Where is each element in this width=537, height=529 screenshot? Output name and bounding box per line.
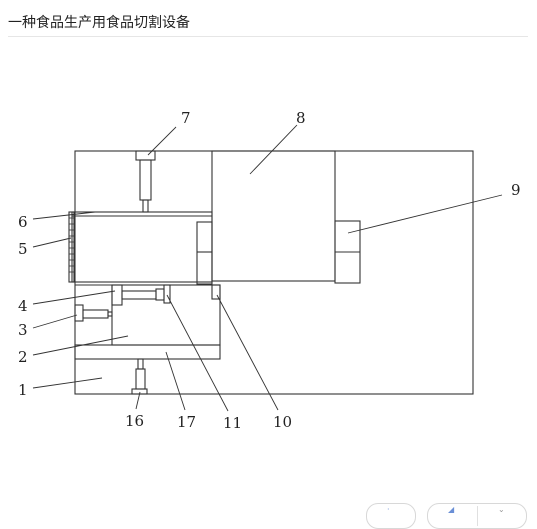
label-1: 1 xyxy=(18,381,28,399)
separator xyxy=(477,506,478,526)
housing-frame xyxy=(74,150,474,395)
part-4 xyxy=(111,284,123,306)
label-7: 7 xyxy=(181,109,191,127)
part-3 xyxy=(74,304,84,322)
label-8: 8 xyxy=(296,109,306,127)
cylinder-7-mount xyxy=(135,150,156,161)
part-16 xyxy=(135,368,146,390)
label-6: 6 xyxy=(18,213,28,231)
label-9: 9 xyxy=(511,181,521,199)
scale-5 xyxy=(68,211,75,283)
label-5: 5 xyxy=(18,240,28,258)
part-10 xyxy=(211,284,221,300)
drawing-canvas: 7 8 9 6 5 4 3 2 1 16 17 11 10 xyxy=(18,109,521,432)
page-header: 一种食品生产用食品切割设备 xyxy=(8,6,528,37)
page-title: 一种食品生产用食品切割设备 xyxy=(8,15,190,31)
box-8 xyxy=(211,150,336,282)
side-block xyxy=(196,221,213,285)
label-16: 16 xyxy=(125,412,144,430)
label-17: 17 xyxy=(177,413,196,431)
label-11: 11 xyxy=(223,414,242,432)
box-2 xyxy=(111,284,221,346)
rod-4 xyxy=(121,290,157,300)
label-2: 2 xyxy=(18,348,28,366)
part-11 xyxy=(163,284,171,304)
label-10: 10 xyxy=(273,413,292,431)
zoom-button[interactable]: · xyxy=(366,503,416,529)
base-plate-17 xyxy=(74,344,221,360)
cutting-table xyxy=(71,211,213,283)
patent-drawing: 7 8 9 6 5 4 3 2 1 16 17 11 10 xyxy=(18,109,521,432)
cylinder-7 xyxy=(139,159,152,201)
label-4: 4 xyxy=(18,297,28,315)
label-3: 3 xyxy=(18,321,28,339)
share-button-group[interactable]: ◢ ⌄ xyxy=(427,503,527,529)
